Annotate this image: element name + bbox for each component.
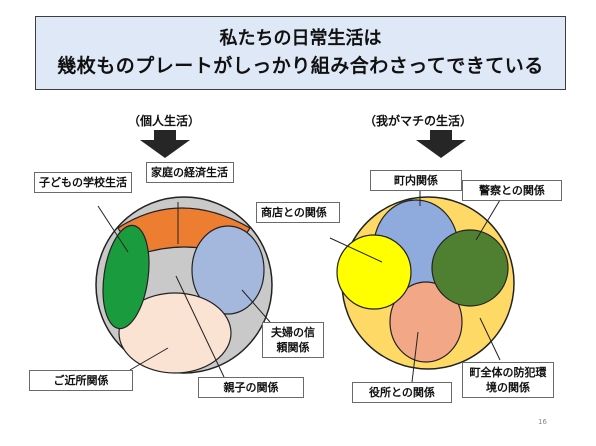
left-section-heading: （個人生活） bbox=[128, 114, 201, 128]
label-town-relations: 町内関係 bbox=[370, 170, 462, 191]
right-down-arrow bbox=[416, 130, 466, 158]
salmon-plate-office bbox=[389, 281, 463, 363]
label-office-relations: 役所との関係 bbox=[352, 382, 452, 403]
left-down-arrow bbox=[140, 130, 190, 158]
title-line-1: 私たちの日常生活は bbox=[219, 28, 382, 49]
label-neighborhood: ご近所関係 bbox=[29, 370, 133, 391]
label-town-crime-environment: 町全体の防犯環境の関係 bbox=[462, 362, 554, 398]
title-line-2: 幾枚ものプレートがしっかり組み合わさってできている bbox=[57, 55, 544, 77]
yellow-plate-shop bbox=[336, 234, 412, 310]
green-plate-police bbox=[431, 229, 509, 307]
peach-plate-neighborhood bbox=[118, 292, 232, 374]
label-household-economy: 家庭の経済生活 bbox=[146, 162, 234, 183]
label-couple-trust: 夫婦の信頼関係 bbox=[262, 322, 324, 358]
label-child-school: 子どもの学校生活 bbox=[34, 172, 132, 193]
right-section-heading: （我がマチの生活） bbox=[364, 114, 473, 128]
green-plate-school bbox=[102, 224, 150, 330]
blue-plate-couple bbox=[191, 225, 265, 315]
personal-life-diagram bbox=[95, 196, 273, 378]
page-number: 16 bbox=[538, 418, 547, 426]
label-shop-relations: 商店との関係 bbox=[256, 202, 340, 223]
label-police-relations: 警察との関係 bbox=[462, 180, 562, 201]
community-life-diagram bbox=[329, 188, 515, 383]
slide-title-box: 私たちの日常生活は 幾枚ものプレートがしっかり組み合わさってできている bbox=[35, 16, 566, 90]
label-parent-child: 親子の関係 bbox=[198, 377, 304, 398]
